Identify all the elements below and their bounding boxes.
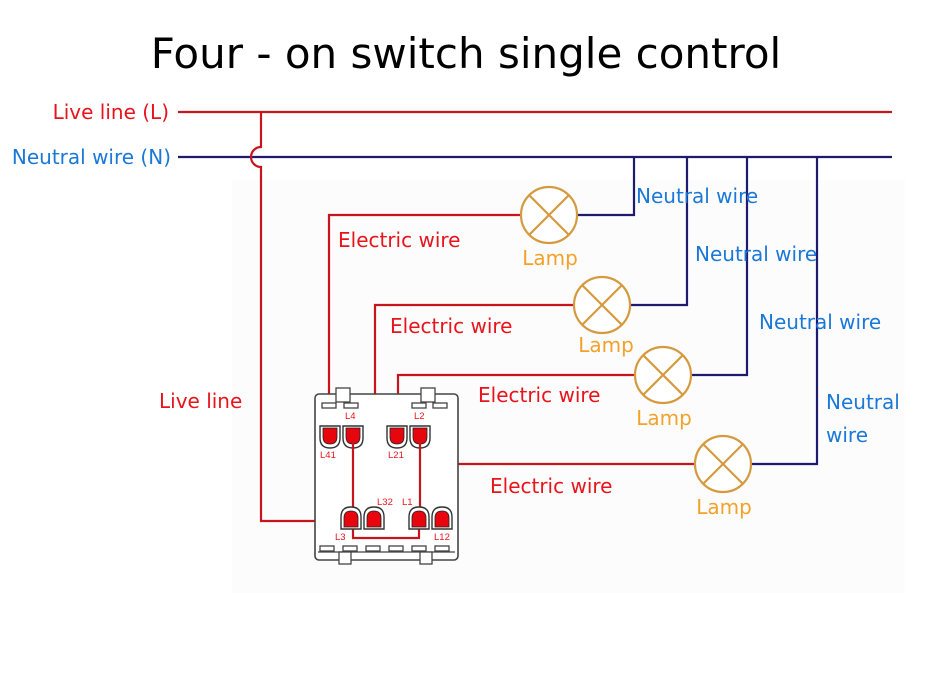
terminal-label-l1: L1 <box>402 497 413 508</box>
neutral-wire-3 <box>691 157 749 377</box>
terminal-label-l2: L2 <box>414 411 425 422</box>
neutral-wire-label: Neutral wire (N) <box>12 145 171 169</box>
diagram-title: Four - on switch single control <box>151 29 781 78</box>
four-gang-switch: L4 L2 L41 L21 L32 L1 L3 L12 <box>314 387 459 565</box>
electric-wire-label-2: Electric wire <box>390 314 512 338</box>
terminal-label-l32: L32 <box>377 497 393 508</box>
neutral-wire-label-1: Neutral wire <box>636 184 758 208</box>
neutral-wire-label-3: Neutral wire <box>759 310 881 334</box>
neutral-wire-2 <box>630 157 689 307</box>
terminal-l3 <box>340 506 362 530</box>
electric-wire-label-4: Electric wire <box>490 474 612 498</box>
electric-wire-label-1: Electric wire <box>338 228 460 252</box>
lamp-4: Lamp <box>693 434 753 519</box>
terminal-label-l41: L41 <box>320 450 336 461</box>
terminal-label-l3: L3 <box>335 532 346 543</box>
neutral-wire-1 <box>577 157 636 217</box>
lamp-1: Lamp <box>519 185 579 270</box>
terminal-label-l21: L21 <box>388 450 404 461</box>
terminal-label-l12: L12 <box>434 532 450 543</box>
terminal-l41 <box>319 425 341 449</box>
neutral-wire-label-4a: Neutral <box>826 390 900 414</box>
live-line-side-label: Live line <box>159 389 242 413</box>
neutral-wire-label-2: Neutral wire <box>695 242 817 266</box>
terminal-l32 <box>363 506 385 530</box>
lamp-label: Lamp <box>696 495 752 519</box>
neutral-wire-label-4b: wire <box>826 423 868 447</box>
bridge-l3-l1 <box>351 525 421 540</box>
terminal-l2 <box>409 425 431 449</box>
terminal-l21 <box>386 425 408 449</box>
live-line-label: Live line (L) <box>53 100 169 124</box>
terminal-l1 <box>408 506 430 530</box>
terminal-label-l4: L4 <box>345 411 356 422</box>
electric-wire-label-3: Electric wire <box>478 383 600 407</box>
lamp-label: Lamp <box>522 246 578 270</box>
neutral-wire-4 <box>751 157 819 466</box>
lamp-label: Lamp <box>636 406 692 430</box>
lamp-3: Lamp <box>633 345 693 430</box>
live-drop-wire <box>249 112 343 523</box>
terminal-l12 <box>431 506 453 530</box>
lamp-label: Lamp <box>578 333 634 357</box>
electric-wire-1 <box>327 213 521 433</box>
lamp-2: Lamp <box>572 275 634 357</box>
